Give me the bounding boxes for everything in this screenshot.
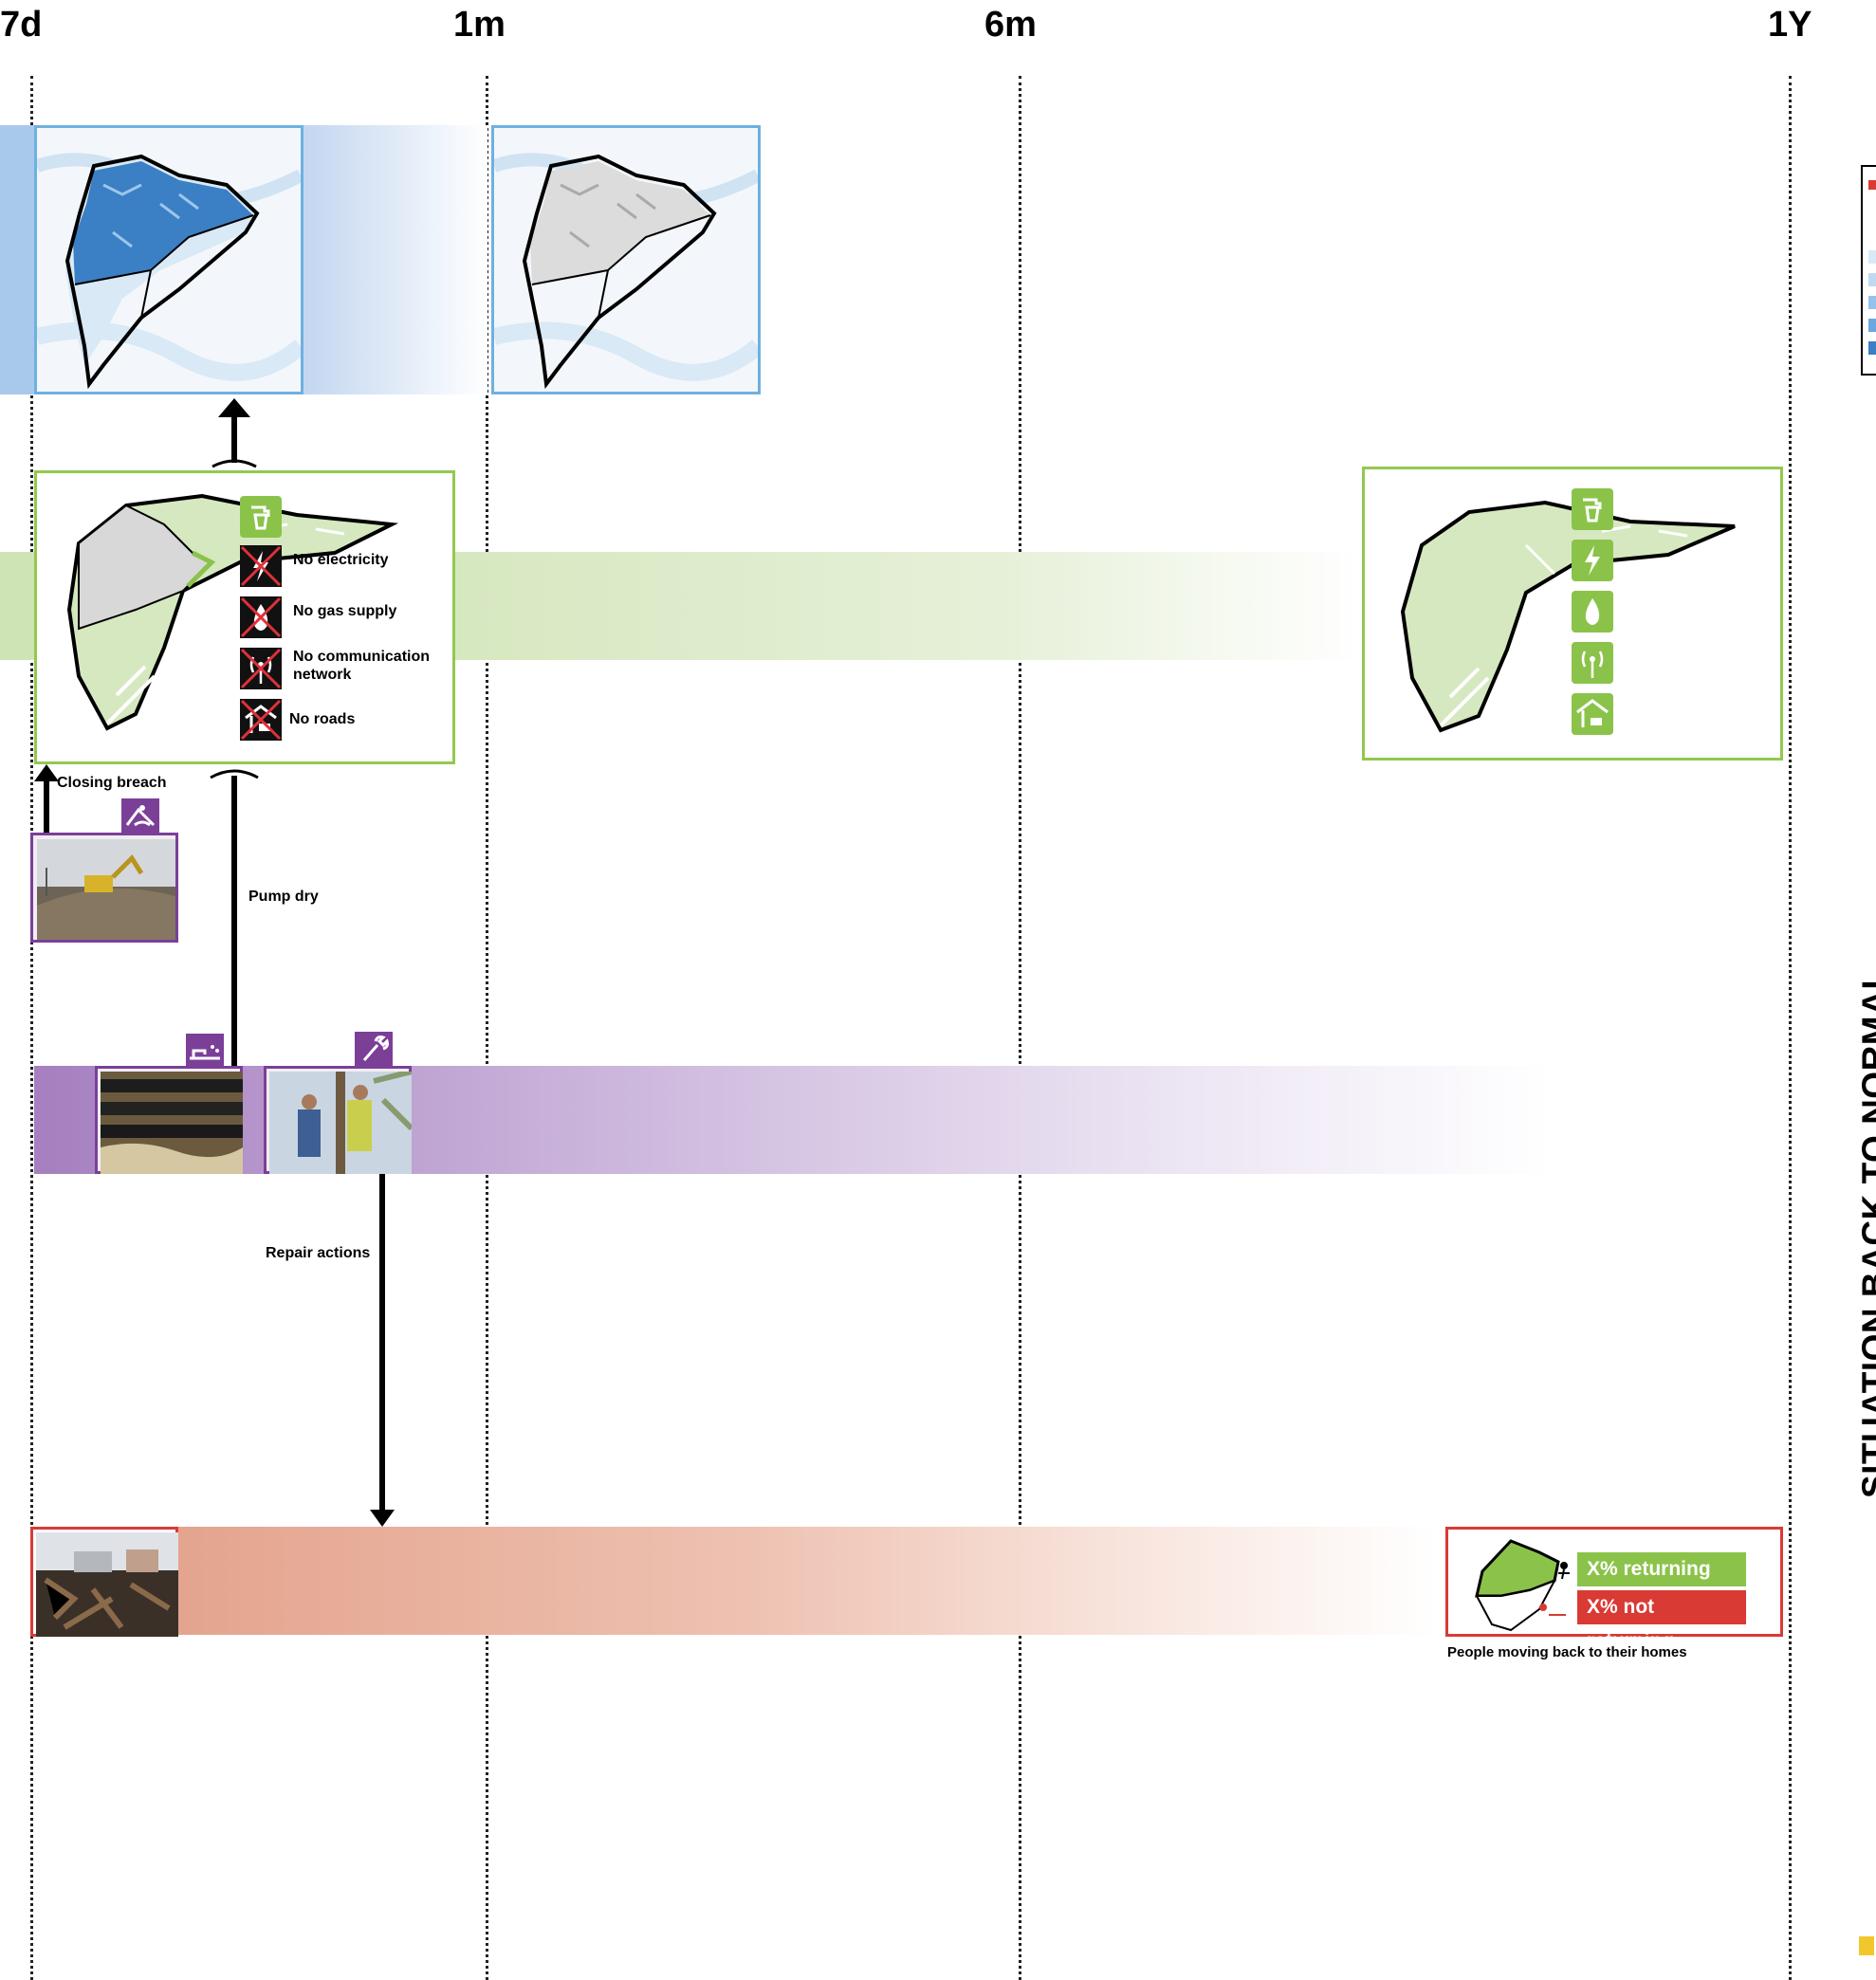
returning-stat: X% returning [1577,1552,1746,1586]
timeline-line-7d [30,76,33,1980]
dry-area-map [491,128,763,392]
electricity-icon [240,545,282,587]
timeline-line-1y [1789,76,1792,1980]
water-tap-icon-on [1572,488,1613,530]
flood-map-flooded [34,125,306,394]
services-off-map [66,493,399,731]
arrow-up-icon [34,764,59,781]
pump-pipes-photo [101,1072,243,1174]
wrench-icon [355,1032,393,1066]
dredging-icon [121,798,159,833]
repair-actions-arrow [379,1174,385,1512]
services-band-left [0,552,34,660]
tick-1y: 1Y [1768,5,1812,45]
bracket-top-icon [210,769,259,779]
return-map [1475,1539,1570,1632]
services-on-map [1400,500,1736,733]
electricity-icon-on [1572,540,1613,581]
pump-icon [186,1034,224,1068]
arrow-down-icon [370,1510,395,1527]
tick-1m: 1m [453,5,506,45]
closing-breach-arrow [44,778,49,834]
people-band [176,1527,1438,1635]
workers-on-pole-photo [269,1069,414,1174]
service-label: No roads [289,711,356,727]
road-icon [240,699,282,741]
return-card: X% returning X% not returning [1445,1527,1783,1652]
excavator-photo [37,839,175,940]
pump-dry-label: Pump dry [248,889,319,905]
antenna-icon [240,648,282,689]
flooded-area-map [34,128,306,392]
flood-band-fade [302,125,487,394]
service-label: No electricity [293,552,389,568]
services-band [453,552,1364,660]
road-icon-on [1572,693,1613,735]
timeline-line-6m [1019,76,1021,1980]
services-on-card [1362,467,1783,761]
cropped-logo-mark [1859,1936,1874,1955]
flood-band-left [0,125,34,394]
repair-actions-label: Repair actions [266,1245,371,1261]
service-label: No communication network [293,649,431,683]
not-returning-stat: X% not returning [1577,1590,1746,1652]
tick-6m: 6m [984,5,1037,45]
services-off-card: No electricity No gas supply No communic… [34,470,455,764]
pump-photo [95,1066,243,1174]
repair-photo [264,1066,414,1174]
gas-flame-icon-on [1572,591,1613,632]
arrow-up-icon [218,398,250,417]
service-label: No gas supply [293,603,397,619]
gas-flame-icon [240,596,282,638]
closing-breach-photo [30,833,178,943]
pump-dry-arrow [231,776,237,1075]
tick-7d: 7d [0,5,43,45]
legend-box-edge [1861,165,1876,376]
antenna-icon-on [1572,642,1613,684]
debris-photo [30,1527,178,1637]
link-arrow-shaft [231,410,237,463]
return-caption: People moving back to their homes [1447,1644,1687,1660]
timeline-line-1m [486,76,488,1980]
bracket-bottom-icon [212,459,257,468]
closing-breach-label: Closing breach [57,775,167,791]
flood-map-dry [491,125,763,394]
side-title: SITUATION BACK TO NORMAL [1855,967,1876,1498]
debris-image [36,1532,178,1637]
water-tap-icon [240,496,282,538]
actions-band [34,1066,1552,1174]
